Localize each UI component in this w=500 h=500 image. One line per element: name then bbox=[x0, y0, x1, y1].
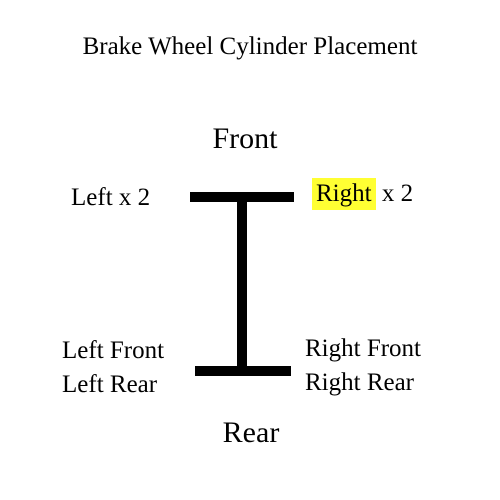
front-left-cylinders: Left x 2 bbox=[71, 184, 151, 211]
rear-right-cylinders: Right Front Right Rear bbox=[305, 332, 421, 400]
highlighted-right-text: Right bbox=[312, 178, 376, 210]
rear-left-front-label: Left Front bbox=[62, 337, 165, 364]
rear-label: Rear bbox=[222, 416, 280, 449]
front-right-cylinders: Right x 2 bbox=[312, 178, 413, 210]
rear-right-front-label: Right Front bbox=[305, 335, 421, 362]
front-right-count: x 2 bbox=[375, 180, 414, 207]
rear-left-cylinders: Left Front Left Rear bbox=[62, 334, 164, 402]
center-shaft bbox=[237, 197, 247, 373]
rear-right-rear-label: Right Rear bbox=[305, 369, 415, 396]
rear-left-rear-label: Left Rear bbox=[62, 371, 158, 398]
front-label: Front bbox=[212, 122, 278, 155]
diagram-title: Brake Wheel Cylinder Placement bbox=[82, 33, 418, 60]
rear-axle-bar bbox=[195, 366, 291, 376]
